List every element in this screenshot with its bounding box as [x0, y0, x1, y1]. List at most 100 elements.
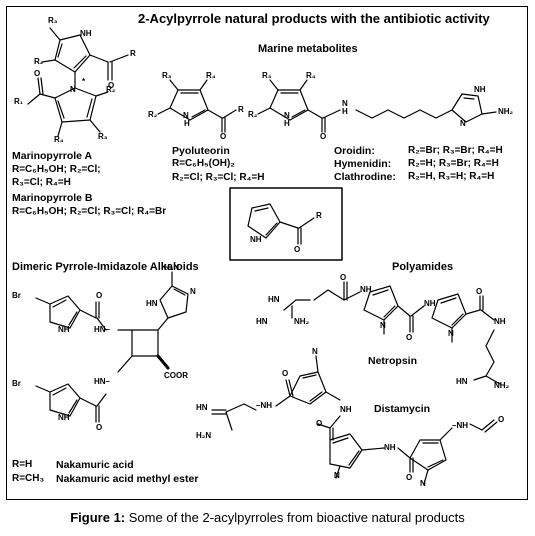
atom-o: O — [476, 287, 483, 296]
atom-r4: R₄ — [306, 71, 316, 80]
atom-r2: R₂ — [248, 110, 258, 119]
atom-r2: R₂ — [106, 85, 116, 94]
atom-nh: NH — [58, 413, 70, 422]
section-marine: Marine metabolites — [258, 43, 358, 55]
atom-h2n: H₂N — [164, 263, 180, 272]
atom-hn: HN — [456, 377, 468, 386]
atom-nh: NH — [424, 299, 436, 308]
atom-n: N — [448, 329, 454, 338]
section-dimeric: Dimeric Pyrrole-Imidazole Alkaloids — [12, 261, 199, 273]
atom-o: O — [34, 69, 41, 78]
nakamuric-core — [117, 271, 189, 373]
atom-hn: HN — [146, 299, 158, 308]
atom-r4: R₄ — [206, 71, 216, 80]
distamycin-name: Distamycin — [374, 403, 431, 415]
atom-n: N — [190, 287, 196, 296]
atom-br: Br — [12, 379, 21, 388]
clathrodine-name: Clathrodine: — [334, 171, 396, 183]
atom-nh-dash: –NH — [256, 401, 273, 410]
atom-r1: R₁ — [14, 97, 24, 106]
figure-frame — [6, 6, 528, 500]
clathrodine-subs: R₂=H, R₃=H; R₄=H — [408, 171, 495, 182]
pyoluteorin-ring — [157, 79, 237, 133]
atom-r: R — [316, 211, 322, 220]
marinopyrrole-b-subs: R=C₆H₅OH; R₂=Cl; R₃=Cl; R₄=Br — [12, 206, 167, 217]
atom-nh2: NH₂ — [494, 381, 510, 390]
atom-star: * — [82, 77, 86, 86]
atom-n: N — [460, 119, 466, 128]
atom-o: O — [96, 291, 103, 300]
atom-o: O — [294, 245, 301, 254]
distamycin-structure — [211, 355, 498, 485]
atom-nh: NH — [384, 443, 396, 452]
atom-nh: NH — [58, 325, 70, 334]
atom-n: N — [183, 111, 189, 120]
atom-o: O — [320, 132, 327, 141]
atom-o: O — [340, 273, 347, 282]
netropsin-name: Netropsin — [368, 355, 418, 367]
atom-nh: NH — [360, 285, 372, 294]
oroidin-name: Oroidin: — [334, 145, 375, 157]
atom-r3: R₃ — [162, 71, 172, 80]
atom-n: N — [70, 85, 76, 94]
atom-n: N — [342, 99, 348, 108]
atom-nh: NH — [250, 235, 262, 244]
section-polyamides: Polyamides — [392, 261, 454, 273]
atom-o: O — [220, 132, 227, 141]
atom-o: O — [108, 81, 115, 90]
nakamuric-upper-pyrrole — [35, 295, 107, 331]
atom-nh: NH — [474, 85, 486, 94]
atom-r: R — [130, 49, 136, 58]
atom-r2: R₂ — [34, 57, 44, 66]
atom-h2n: H₂N — [196, 431, 212, 440]
atom-h: H — [184, 119, 190, 128]
figure-title: 2-Acylpyrrole natural products with the … — [138, 11, 490, 26]
nakamuric-ester-r: R=CH₃ — [12, 473, 45, 484]
atom-o: O — [498, 415, 505, 424]
marinopyrrole-a-name: Marinopyrrole A — [12, 150, 93, 162]
atom-nh-dash: –NH — [452, 421, 469, 430]
atom-nh: NH — [340, 405, 352, 414]
atom-n: N — [284, 111, 290, 120]
hymenidin-subs: R₂=H; R₃=Br; R₄=H — [408, 158, 499, 169]
atom-hn: HN — [196, 403, 208, 412]
marinopyrrole-a-subs1: R=C₆H₅OH; R₂=Cl; — [12, 164, 101, 175]
atom-o: O — [282, 369, 289, 378]
atom-o: O — [406, 473, 413, 482]
atom-hn-dash: HN– — [94, 325, 111, 334]
atom-nh: NH — [80, 29, 92, 38]
atom-r3: R₃ — [262, 71, 272, 80]
oroidin-ring — [257, 79, 497, 133]
hymenidin-name: Hymenidin: — [334, 158, 392, 170]
caption-text: Some of the 2-acylpyrroles from bioactiv… — [128, 510, 465, 525]
nakamuric-acid-r: R=H — [12, 459, 33, 470]
atom-h: H — [342, 107, 348, 116]
oroidin-subs: R₂=Br; R₃=Br; R₄=H — [408, 145, 503, 156]
figure-caption: Figure 1: Some of the 2-acylpyrroles fro… — [0, 510, 535, 525]
core-scaffold-box — [229, 187, 343, 261]
nakamuric-acid-name: Nakamuric acid — [56, 459, 134, 471]
atom-nh: NH — [494, 317, 506, 326]
atom-r3: R₃ — [98, 132, 108, 141]
atom-coor: COOR — [164, 371, 188, 380]
atom-br: Br — [12, 291, 21, 300]
atom-hn-dash: HN– — [94, 377, 111, 386]
atom-r4: R₄ — [54, 135, 64, 144]
atom-o: O — [406, 333, 413, 342]
atom-o: O — [316, 419, 323, 428]
nakamuric-lower-pyrrole — [35, 383, 107, 423]
atom-nh2: NH₂ — [294, 317, 310, 326]
marinopyrrole-b-name: Marinopyrrole B — [12, 192, 93, 204]
pyoluteorin-subs1: R=C₆H₅(OH)₂ — [172, 158, 235, 169]
nakamuric-ester-name: Nakamuric acid methyl ester — [56, 473, 199, 485]
atom-o: O — [96, 423, 103, 432]
atom-n: N — [312, 347, 318, 356]
atom-hn: HN — [268, 295, 280, 304]
core-scaffold — [247, 203, 315, 245]
atom-hn: HN — [256, 317, 268, 326]
netropsin-structure — [283, 281, 501, 385]
atom-r: R — [238, 105, 244, 114]
atom-r3: R₃ — [48, 16, 58, 25]
